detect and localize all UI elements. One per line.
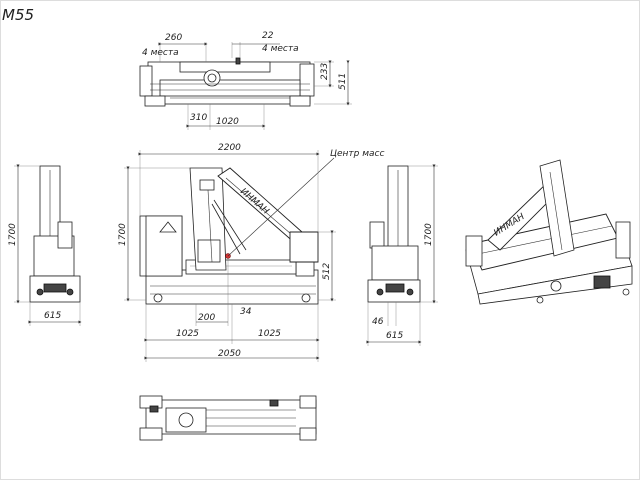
dim-rear-46: 46 [372,317,384,327]
dim-top-260: 260 [165,33,182,43]
dim-front-512: 512 [322,263,332,280]
dim-top-22-note: 4 места [262,44,299,54]
dim-front-1700: 1700 [118,223,128,246]
dim-top-310: 310 [190,113,207,123]
dim-top-260-note: 4 места [142,48,179,58]
dim-front-2200: 2200 [218,143,241,153]
dim-rear-615: 615 [386,331,403,341]
drawing-title: M55 [2,6,34,24]
dim-front-2050: 2050 [218,349,241,359]
rear-view: 1700 46 615 [366,164,438,346]
dim-front-200: 200 [198,313,215,323]
dim-top-1020: 1020 [216,117,239,127]
dim-left-1700: 1700 [8,223,18,246]
dim-rear-1700: 1700 [424,223,434,246]
dim-top-511: 511 [338,73,348,90]
dim-front-1025-right: 1025 [258,329,281,339]
mass-center-label: Центр масс [330,149,384,159]
dim-top-233: 233 [320,63,330,80]
dim-left-615: 615 [44,311,61,321]
dim-top-22: 22 [262,31,274,41]
front-view: ИНМАН Центр масс 2200 1700 512 200 34 [118,143,384,362]
dim-front-34: 34 [240,307,252,317]
dim-front-1025-left: 1025 [176,329,199,339]
bottom-view [139,395,317,441]
top-view: 260 4 места 22 4 места 233 511 310 1020 [139,31,352,130]
isometric-view: ИНМАН [465,159,633,305]
left-side-view: 1700 615 [8,164,82,326]
